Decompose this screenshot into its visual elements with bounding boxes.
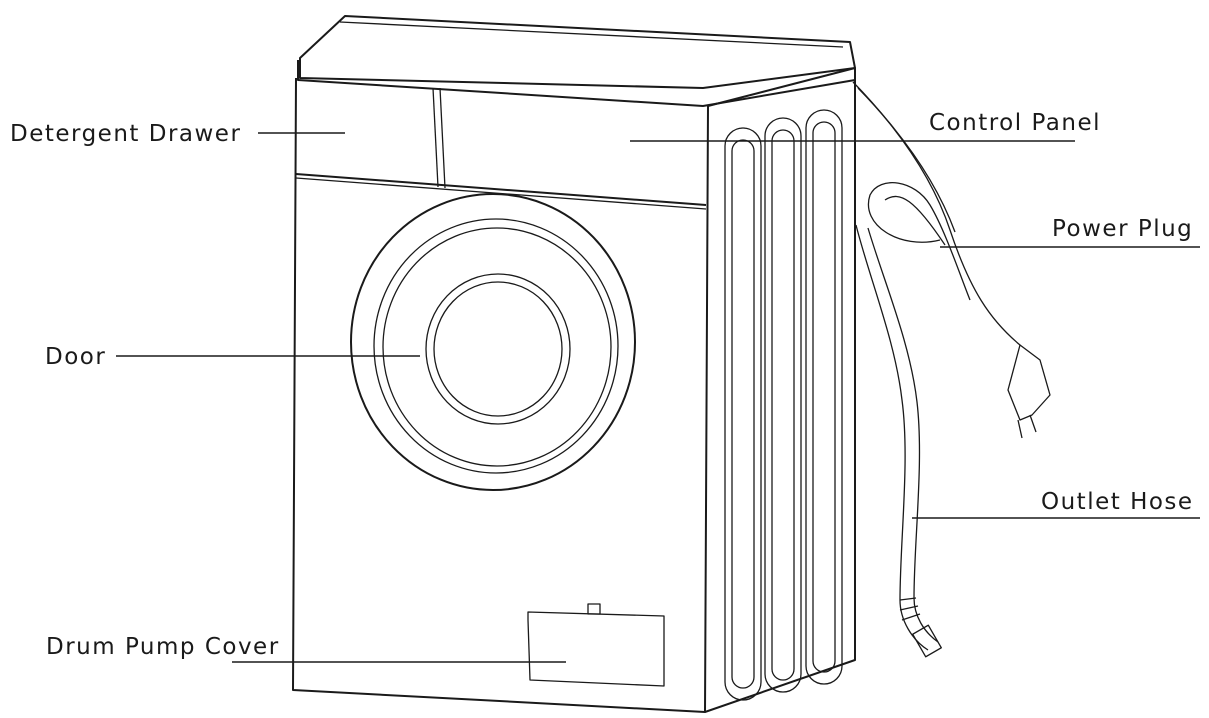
label-door: Door — [45, 344, 107, 370]
label-power-plug: Power Plug — [1052, 216, 1194, 242]
label-outlet-hose: Outlet Hose — [1041, 489, 1194, 515]
washing-machine — [292, 15, 856, 713]
label-control-panel: Control Panel — [929, 110, 1101, 136]
label-detergent-drawer: Detergent Drawer — [10, 121, 242, 147]
outlet-hose — [855, 224, 942, 658]
drum-pump-cover[interactable] — [527, 603, 665, 687]
power-cord — [852, 81, 1051, 439]
label-drum-pump-cover: Drum Pump Cover — [46, 634, 280, 660]
door[interactable] — [350, 193, 636, 491]
